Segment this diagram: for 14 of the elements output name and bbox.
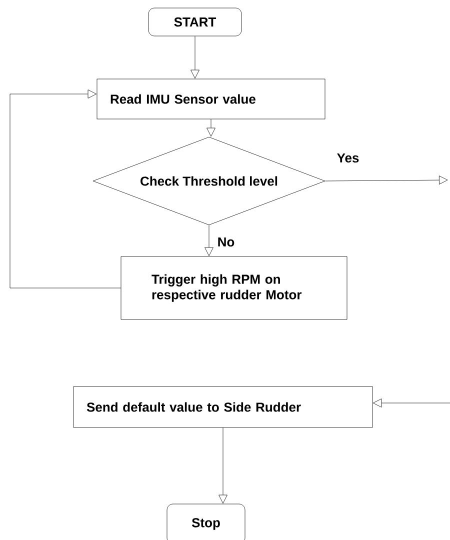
edge-label: Yes [336,152,360,164]
arrow [190,36,200,79]
terminal-box: START [148,8,242,36]
terminal-box: Stop [166,504,246,540]
edge-label: No [216,236,236,248]
arrow [10,90,121,288]
arrow [325,176,448,184]
process-box: Send default value to Side Rudder [73,386,373,428]
arrow [372,398,450,408]
process-box: Read IMU Sensor value [96,78,326,120]
process-box: Trigger high RPM on respective rudder Motor [120,256,348,320]
arrow [218,428,228,504]
arrow [206,119,216,137]
arrow [204,225,214,256]
